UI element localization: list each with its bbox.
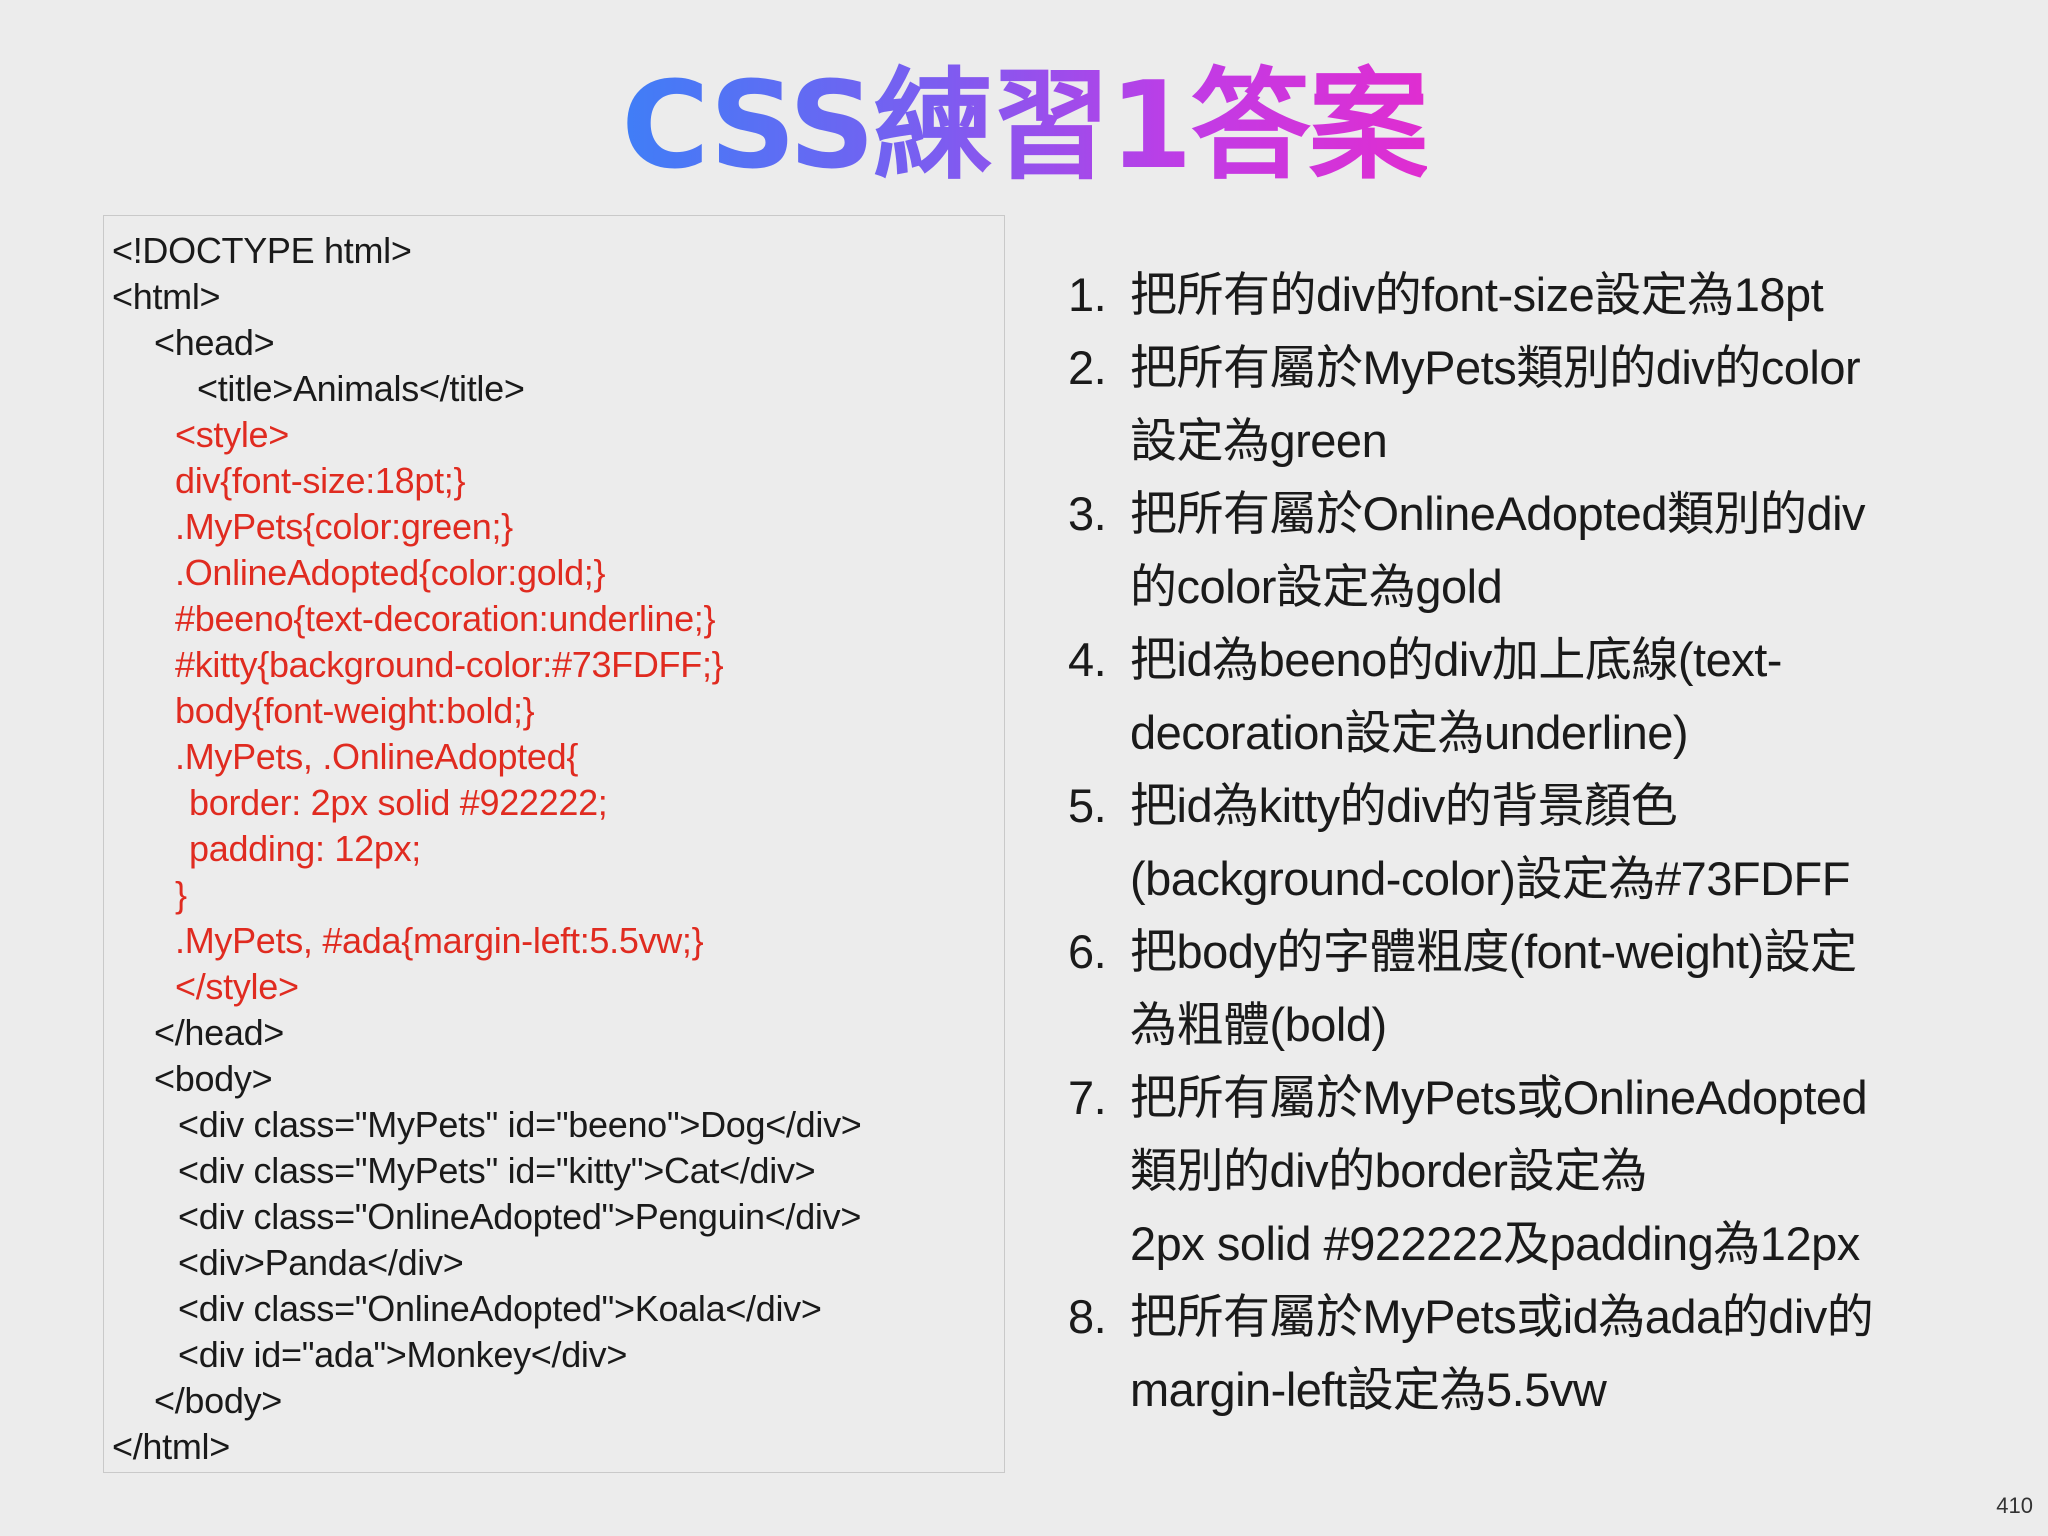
instruction-text: margin-left設定為5.5vw — [1130, 1363, 1607, 1416]
code-line: <div class="MyPets" id="kitty">Cat</div> — [178, 1150, 816, 1191]
code-line: <title>Animals</title> — [197, 368, 525, 409]
code-line: <head> — [154, 322, 275, 363]
code-line: </body> — [154, 1380, 283, 1421]
instruction-text: (background-color)設定為#73FDFF — [1130, 852, 1850, 905]
code-line-css: .MyPets{color:green;} — [175, 506, 513, 547]
instruction-number: 8. — [1068, 1290, 1107, 1343]
instruction-text: 類別的div的border設定為 — [1130, 1144, 1647, 1197]
code-line-css: .OnlineAdopted{color:gold;} — [175, 552, 606, 593]
instruction-number: 4. — [1068, 633, 1107, 686]
code-line-css: #beeno{text-decoration:underline;} — [175, 598, 716, 639]
code-line-css: #kitty{background-color:#73FDFF;} — [175, 644, 724, 685]
code-line: <body> — [154, 1058, 273, 1099]
code-line-css: <style> — [175, 414, 289, 455]
code-line: <div class="OnlineAdopted">Penguin</div> — [178, 1196, 862, 1237]
code-line-css: border: 2px solid #922222; — [189, 782, 608, 823]
instruction-text: 設定為green — [1130, 414, 1388, 467]
instruction-text: 2px solid #922222及padding為12px — [1130, 1217, 1860, 1270]
instruction-text: 把所有屬於OnlineAdopted類別的div — [1130, 487, 1866, 540]
instruction-text: 把所有的div的font-size設定為18pt — [1130, 268, 1824, 321]
instruction-list: 1. 把所有的div的font-size設定為18pt 2. 把所有屬於MyPe… — [1064, 258, 2024, 1426]
slide-title: CSS練習1答案 — [0, 52, 2048, 202]
code-line-css: body{font-weight:bold;} — [175, 690, 535, 731]
instruction-text: decoration設定為underline) — [1130, 706, 1689, 759]
instruction-item: 1. 把所有的div的font-size設定為18pt — [1064, 258, 2024, 331]
instruction-text: 把body的字體粗度(font-weight)設定 — [1130, 925, 1857, 978]
instruction-number: 3. — [1068, 487, 1107, 540]
code-line: <div class="MyPets" id="beeno">Dog</div> — [178, 1104, 862, 1145]
instruction-number: 7. — [1068, 1071, 1107, 1124]
code-line-css: </style> — [175, 966, 299, 1007]
instruction-item: 4. 把id為beeno的div加上底線(text- decoration設定為… — [1064, 623, 2024, 769]
instruction-number: 2. — [1068, 341, 1107, 394]
instruction-text: 為粗體(bold) — [1130, 998, 1387, 1051]
instruction-text: 的color設定為gold — [1130, 560, 1503, 613]
instruction-item: 8. 把所有屬於MyPets或id為ada的div的 margin-left設定… — [1064, 1280, 2024, 1426]
code-line: <div class="OnlineAdopted">Koala</div> — [178, 1288, 822, 1329]
instruction-number: 6. — [1068, 925, 1107, 978]
code-line: </head> — [154, 1012, 285, 1053]
instruction-item: 6. 把body的字體粗度(font-weight)設定 為粗體(bold) — [1064, 915, 2024, 1061]
code-line-css: padding: 12px; — [189, 828, 421, 869]
instruction-item: 2. 把所有屬於MyPets類別的div的color 設定為green — [1064, 331, 2024, 477]
code-line-css: } — [175, 874, 187, 915]
code-line-css: .MyPets, #ada{margin-left:5.5vw;} — [175, 920, 704, 961]
instruction-text: 把所有屬於MyPets或OnlineAdopted — [1130, 1071, 1868, 1124]
instruction-item: 7. 把所有屬於MyPets或OnlineAdopted 類別的div的bord… — [1064, 1061, 2024, 1280]
code-listing: <!DOCTYPE html> <html> <head> <title>Ani… — [103, 215, 1005, 1473]
instruction-item: 5. 把id為kitty的div的背景顏色 (background-color)… — [1064, 769, 2024, 915]
instruction-text: 把id為kitty的div的背景顏色 — [1130, 779, 1678, 832]
instruction-item: 3. 把所有屬於OnlineAdopted類別的div 的color設定為gol… — [1064, 477, 2024, 623]
code-line: </html> — [112, 1426, 230, 1467]
instruction-text: 把所有屬於MyPets類別的div的color — [1130, 341, 1861, 394]
instruction-text: 把id為beeno的div加上底線(text- — [1130, 633, 1782, 686]
instruction-number: 1. — [1068, 268, 1107, 321]
page-number: 410 — [1996, 1493, 2033, 1518]
instruction-text: 把所有屬於MyPets或id為ada的div的 — [1130, 1290, 1874, 1343]
code-line-css: div{font-size:18pt;} — [175, 460, 466, 501]
slide-title-text: CSS練習1答案 — [621, 57, 1428, 196]
code-line: <div>Panda</div> — [178, 1242, 464, 1283]
code-line: <html> — [112, 276, 221, 317]
instruction-number: 5. — [1068, 779, 1107, 832]
code-line: <!DOCTYPE html> — [112, 230, 412, 271]
code-line: <div id="ada">Monkey</div> — [178, 1334, 628, 1375]
code-line-css: .MyPets, .OnlineAdopted{ — [175, 736, 579, 777]
